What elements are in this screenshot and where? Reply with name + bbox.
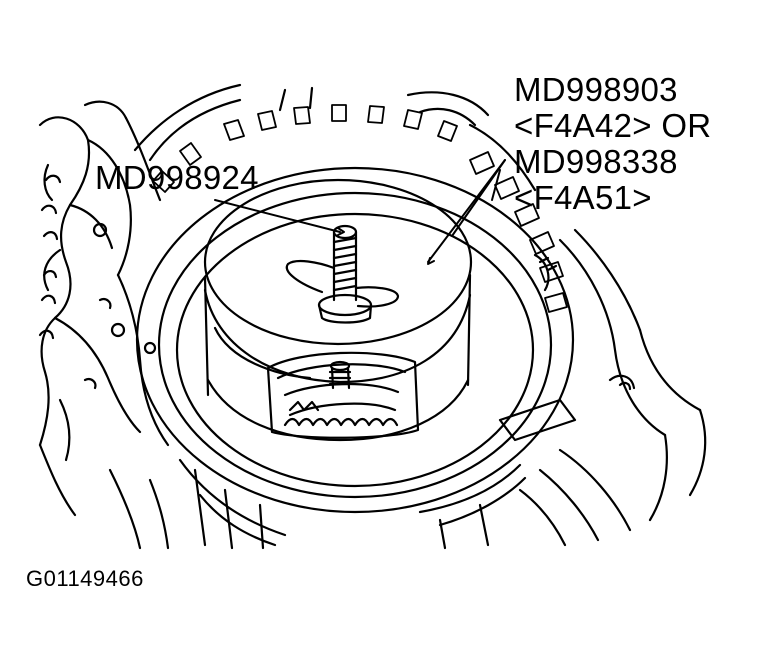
leader-lines (214, 159, 506, 265)
callout-line-2: <F4A42> OR (514, 107, 712, 144)
callout-md998903-or-md998338: MD998903 <F4A42> OR MD998338 <F4A51> (514, 72, 711, 216)
case-left (38, 100, 170, 517)
lower-shaft (328, 360, 352, 390)
drum-window (266, 351, 420, 439)
threaded-stud (332, 224, 358, 302)
spline-teeth (152, 104, 568, 313)
callout-md998924: MD998924 (95, 159, 259, 196)
case-bolts-left (92, 222, 157, 355)
case-right (498, 228, 707, 547)
callout-line-1: MD998903 (514, 71, 678, 108)
callout-line-3: MD998338 (514, 143, 678, 180)
wing-nut (285, 259, 400, 324)
case-upper (133, 83, 537, 192)
housing-ring (135, 166, 575, 514)
figure-id: G01149466 (26, 566, 144, 591)
tool-drum (203, 178, 473, 442)
case-lower (108, 458, 527, 550)
callout-line-4: <F4A51> (514, 179, 652, 216)
